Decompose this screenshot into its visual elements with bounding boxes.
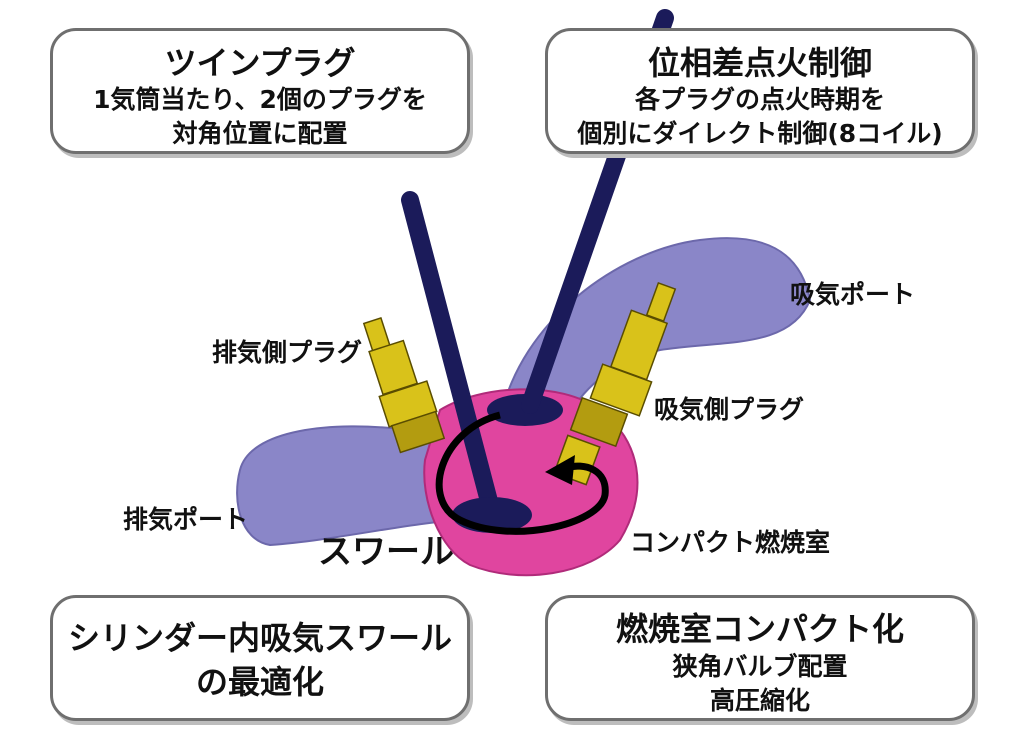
phase-ignition-line-1: 各プラグの点火時期を: [634, 85, 885, 114]
phase-ignition-box: 位相差点火制御 各プラグの点火時期を 個別にダイレクト制御(8コイル): [545, 28, 975, 154]
compact-chamber-line-1: 狭角バルブ配置: [672, 652, 848, 681]
twin-plug-line-2: 対角位置に配置: [172, 119, 348, 148]
exhaust-port-label: 排気ポート: [123, 505, 249, 534]
exhaust-port-shape: [236, 425, 471, 547]
compact-chamber-line-2: 高圧縮化: [709, 686, 810, 715]
exhaust-plug-label: 排気側プラグ: [212, 338, 363, 367]
swirl-arrow: [435, 411, 609, 535]
twin-plug-line-1: 1気筒当たり、2個のプラグを: [93, 85, 427, 114]
compact-chamber-box: 燃焼室コンパクト化 狭角バルブ配置 高圧縮化: [545, 595, 975, 721]
swirl-optimization-line-1: シリンダー内吸気スワール: [67, 619, 452, 657]
swirl-label: スワール: [318, 532, 454, 572]
intake-plug-label: 吸気側プラグ: [654, 395, 805, 424]
compact-chamber-title: 燃焼室コンパクト化: [615, 610, 904, 648]
twin-plug-title: ツインプラグ: [164, 44, 356, 82]
phase-ignition-line-2: 個別にダイレクト制御(8コイル): [577, 119, 943, 148]
intake-port-label: 吸気ポート: [790, 280, 916, 309]
swirl-optimization-box: シリンダー内吸気スワール の最適化: [50, 595, 470, 721]
phase-ignition-title: 位相差点火制御: [647, 44, 872, 82]
exhaust-plug-shape: [362, 317, 446, 454]
swirl-optimization-line-2: の最適化: [195, 663, 324, 701]
compact-chamber-label: コンパクト燃焼室: [630, 528, 831, 557]
exhaust-valve-stem: [401, 191, 499, 514]
twin-plug-box: ツインプラグ 1気筒当たり、2個のプラグを 対角位置に配置: [50, 28, 470, 154]
swirl-arrowhead: [545, 455, 575, 485]
